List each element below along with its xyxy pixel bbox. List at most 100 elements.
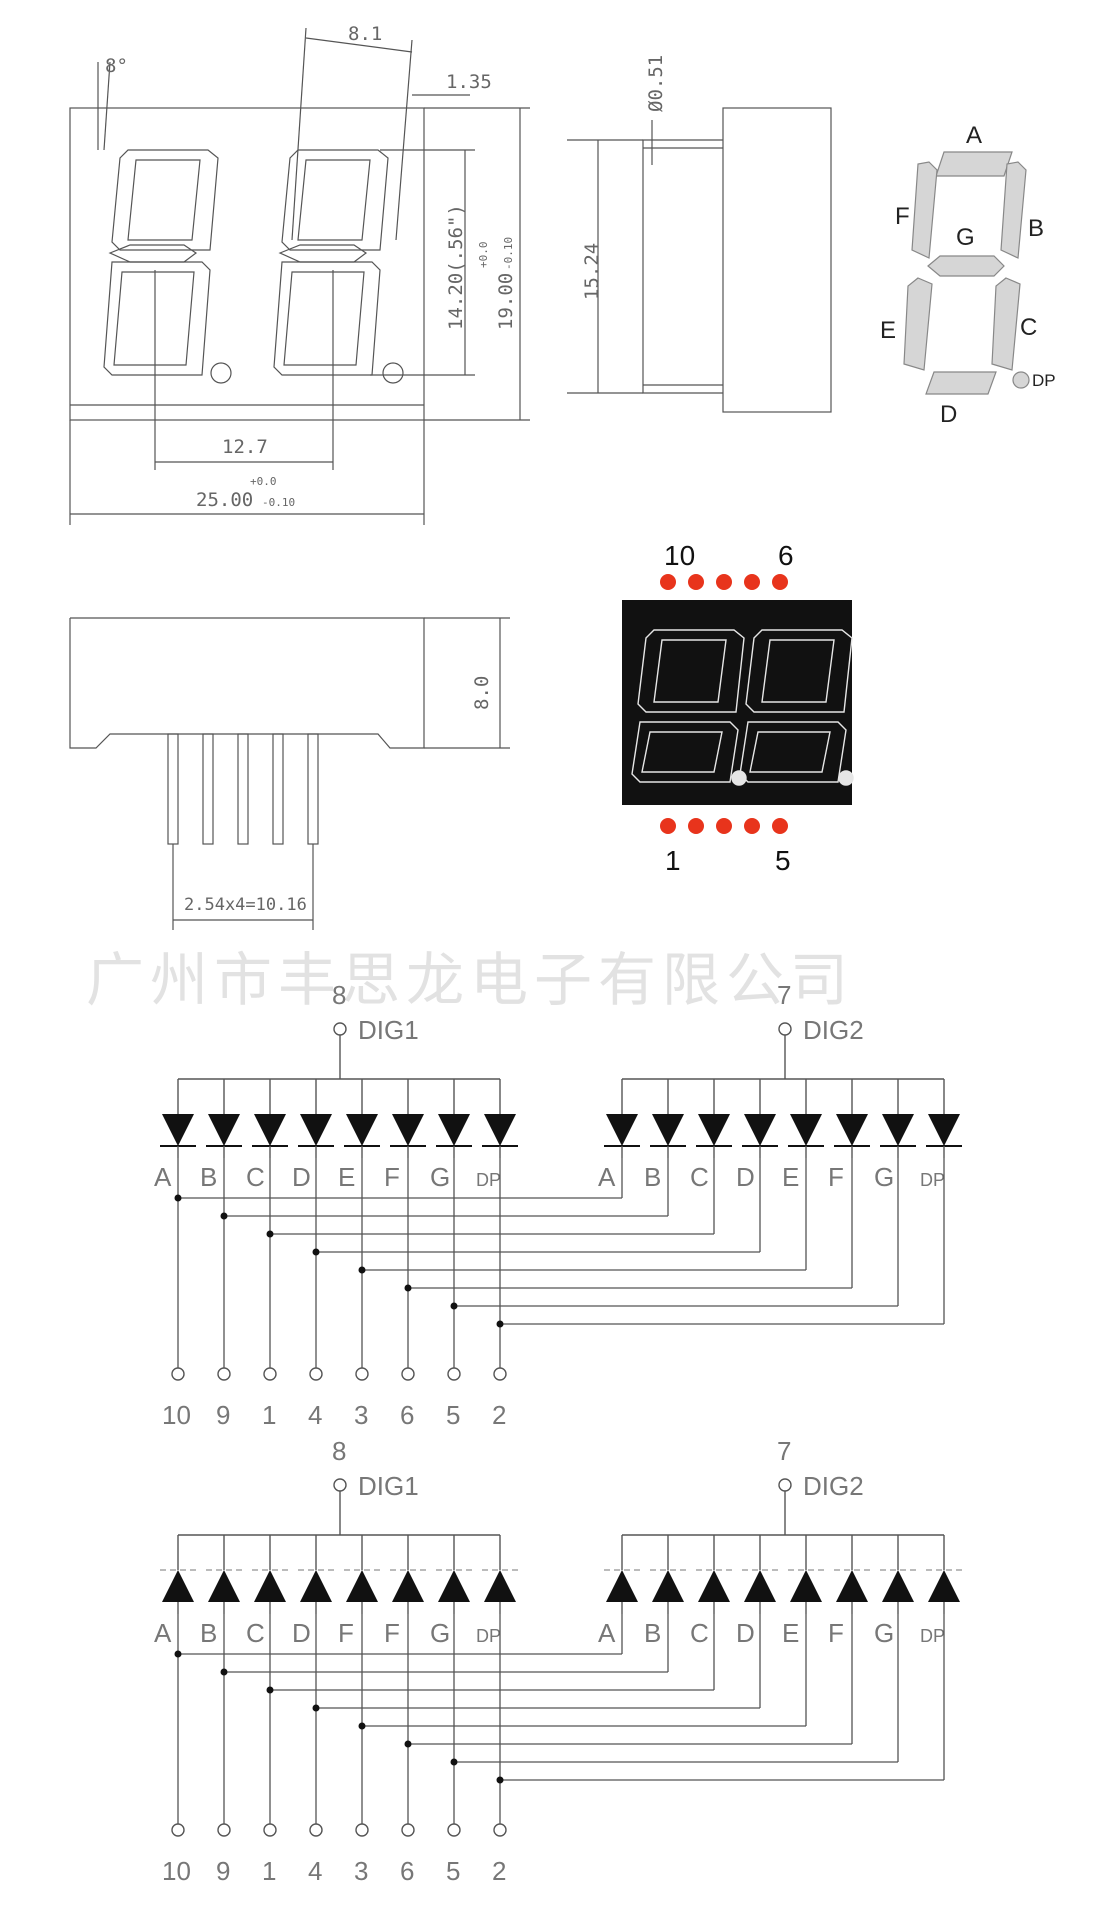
seg-label-dp: DP bbox=[1032, 371, 1056, 390]
dig1-seg-label-0: A bbox=[154, 1618, 172, 1648]
junction-dot-1 bbox=[220, 1668, 228, 1676]
pin-terminal-3 bbox=[309, 1823, 323, 1837]
junction-dot-6 bbox=[450, 1758, 458, 1766]
pin-terminal-1 bbox=[217, 1823, 231, 1837]
pin-dot-top-5 bbox=[772, 574, 788, 590]
dig1-seg-label-3: D bbox=[292, 1618, 311, 1648]
pin-terminal-7 bbox=[493, 1367, 507, 1381]
seg-label-c: C bbox=[1020, 314, 1037, 341]
segment-dp bbox=[1012, 371, 1030, 389]
pin-terminal-0 bbox=[171, 1367, 185, 1381]
dig2-seg-label-0: A bbox=[598, 1162, 616, 1192]
pin-dot-bottom-5 bbox=[772, 818, 788, 834]
dim-pitch-arrow bbox=[305, 37, 413, 53]
dig2-seg-label-4: E bbox=[782, 1162, 799, 1192]
dig1-led-7 bbox=[484, 1570, 516, 1602]
dim-stroke-label: 1.35 bbox=[446, 71, 492, 93]
pin-number-6: 5 bbox=[446, 1856, 460, 1886]
dig1-seg-label-4: F bbox=[338, 1618, 354, 1648]
dim-pin-dia-label: Ø0.51 bbox=[645, 55, 667, 112]
dig2-led-2 bbox=[698, 1114, 730, 1146]
dig2-led-0 bbox=[606, 1570, 638, 1602]
dig1-led-3 bbox=[300, 1570, 332, 1602]
segment-c bbox=[991, 277, 1021, 371]
dim-thickness-label: 8.0 bbox=[471, 676, 493, 710]
dig2-label: DIG2 bbox=[803, 1015, 864, 1045]
seg-label-a: A bbox=[966, 122, 982, 149]
side-view bbox=[567, 107, 832, 413]
front-digit-1 bbox=[103, 149, 232, 384]
dig1-seg-label-3: D bbox=[292, 1162, 311, 1192]
junction-dot-3 bbox=[312, 1704, 320, 1712]
dig1-led-1 bbox=[208, 1570, 240, 1602]
pin-dot-bottom-4 bbox=[744, 818, 760, 834]
pin-label-bottom-right: 5 bbox=[775, 845, 791, 876]
dim-body-width-tol-minus: -0.10 bbox=[262, 496, 295, 509]
segment-e bbox=[903, 277, 933, 371]
segment-map-labels: A B C D E F G DP bbox=[880, 122, 1056, 428]
dig1-seg-label-2: C bbox=[246, 1618, 265, 1648]
dig2-led-7 bbox=[928, 1570, 960, 1602]
watermark: 广州市丰思龙电子有限公司 bbox=[86, 946, 854, 1014]
dig2-seg-label-3: D bbox=[736, 1162, 755, 1192]
dig2-led-5 bbox=[836, 1570, 868, 1602]
junction-dot-5 bbox=[404, 1284, 412, 1292]
pin-dot-bottom-1 bbox=[660, 818, 676, 834]
side-view-body bbox=[722, 107, 832, 413]
dim-pitch-line-b bbox=[395, 39, 413, 241]
junction-dot-2 bbox=[266, 1686, 274, 1694]
seg-label-e: E bbox=[880, 317, 896, 344]
pin-number-1: 9 bbox=[216, 1400, 230, 1430]
pin-terminal-2 bbox=[263, 1367, 277, 1381]
front-digit-2 bbox=[273, 149, 404, 384]
profile-view bbox=[69, 617, 510, 930]
profile-view-labels: 8.0 2.54x4=10.16 bbox=[184, 676, 493, 915]
pin-dot-top-4 bbox=[744, 574, 760, 590]
pin-terminal-0 bbox=[171, 1823, 185, 1837]
front-view-dimension-labels: 8° 8.1 1.35 14.20(.56") +0.0 19.00 -0.10… bbox=[105, 23, 517, 511]
pin-terminal-6 bbox=[447, 1367, 461, 1381]
segment-a bbox=[935, 151, 1013, 177]
dig1-led-7 bbox=[484, 1114, 516, 1146]
dim-body-height-tol-plus: +0.0 bbox=[477, 242, 490, 269]
dig1-seg-label-7: DP bbox=[476, 1170, 501, 1190]
seg-label-d: D bbox=[940, 401, 957, 428]
dig2-led-2 bbox=[698, 1570, 730, 1602]
dig1-pin-number: 8 bbox=[332, 980, 346, 1010]
pin-terminal-2 bbox=[263, 1823, 277, 1837]
dig1-led-3 bbox=[300, 1114, 332, 1146]
dig2-seg-label-7: DP bbox=[920, 1626, 945, 1646]
dig2-seg-label-0: A bbox=[598, 1618, 616, 1648]
dig2-led-1 bbox=[652, 1570, 684, 1602]
dim-body-width-tol-plus: +0.0 bbox=[250, 475, 277, 488]
dig1-led-6 bbox=[438, 1114, 470, 1146]
junction-dot-0 bbox=[174, 1194, 182, 1202]
dig1-seg-label-2: C bbox=[246, 1162, 265, 1192]
dig1-led-4 bbox=[346, 1570, 378, 1602]
pin-terminal-5 bbox=[401, 1823, 415, 1837]
segment-map bbox=[903, 151, 1030, 395]
display-photo: 10 6 1 5 bbox=[622, 540, 854, 876]
dig2-led-0 bbox=[606, 1114, 638, 1146]
dim-pitch-line-a bbox=[291, 27, 307, 241]
pin-label-top-right: 6 bbox=[778, 540, 794, 571]
junction-dot-3 bbox=[312, 1248, 320, 1256]
dim-digit-height-label: 14.20(.56") bbox=[445, 204, 467, 330]
side-view-bezel bbox=[642, 139, 723, 394]
dig1-terminal bbox=[333, 1478, 347, 1492]
dim-pin-row-spacing-label: 15.24 bbox=[581, 243, 603, 300]
pin-number-2: 1 bbox=[262, 1400, 276, 1430]
dig2-terminal bbox=[778, 1022, 792, 1036]
segment-b bbox=[1000, 161, 1027, 259]
dig1-label: DIG1 bbox=[358, 1015, 419, 1045]
pin-number-5: 6 bbox=[400, 1400, 414, 1430]
pin-number-0: 10 bbox=[162, 1856, 191, 1886]
junction-dot-4 bbox=[358, 1722, 366, 1730]
dim-angle-line-b bbox=[103, 61, 111, 151]
side-view-labels: Ø0.51 15.24 bbox=[581, 55, 667, 300]
pin-number-2: 1 bbox=[262, 1856, 276, 1886]
dig2-seg-label-5: F bbox=[828, 1162, 844, 1192]
dig2-seg-label-4: E bbox=[782, 1618, 799, 1648]
pin-terminal-3 bbox=[309, 1367, 323, 1381]
